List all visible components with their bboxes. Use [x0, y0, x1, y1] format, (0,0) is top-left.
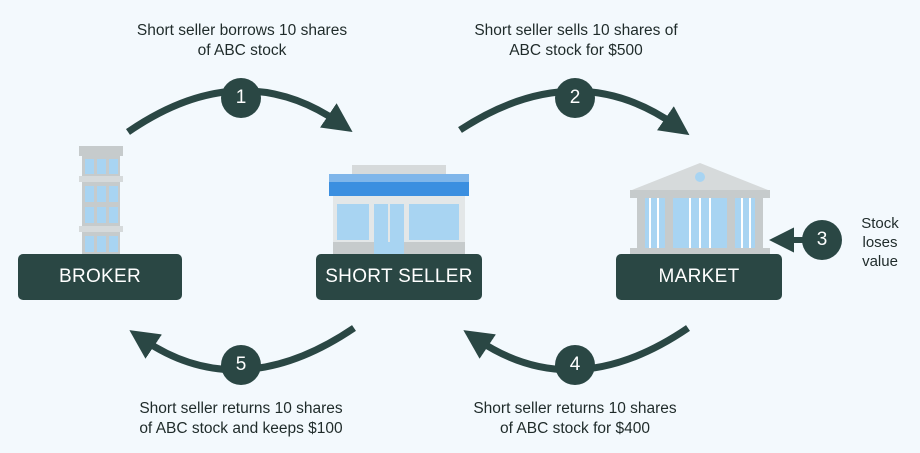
step-5-caption: Short seller returns 10 shares of ABC st…	[110, 399, 372, 439]
step-3-caption-line-3: value	[862, 253, 898, 270]
office-building-icon	[79, 146, 123, 254]
step-3-caption-line-2: loses	[862, 234, 898, 251]
market-node: MARKET	[616, 254, 782, 300]
step-5-caption-line-1: Short seller returns 10 shares	[139, 400, 343, 417]
step-4-badge: 4	[555, 345, 595, 385]
step-5-badge: 5	[221, 345, 261, 385]
step-4-caption: Short seller returns 10 shares of ABC st…	[444, 399, 706, 439]
step-5-caption-line-2: of ABC stock and keeps $100	[139, 420, 343, 437]
step-2-caption: Short seller sells 10 shares of ABC stoc…	[446, 21, 706, 61]
step-4-caption-line-1: Short seller returns 10 shares	[473, 400, 677, 417]
step-4-caption-line-2: of ABC stock for $400	[500, 420, 650, 437]
step-1-caption: Short seller borrows 10 shares of ABC st…	[112, 21, 372, 61]
step-3-badge: 3	[802, 220, 842, 260]
storefront-icon	[329, 165, 469, 254]
step-1-caption-line-1: Short seller borrows 10 shares	[136, 22, 348, 39]
step-3-caption: Stock loses value	[848, 214, 912, 271]
step-3-caption-line-1: Stock	[861, 215, 899, 232]
step-2-badge: 2	[555, 78, 595, 118]
step-1-badge: 1	[221, 78, 261, 118]
step-2-caption-line-2: ABC stock for $500	[509, 42, 643, 59]
step-1-caption-line-2: of ABC stock	[197, 42, 287, 59]
broker-node: BROKER	[18, 254, 182, 300]
stock-exchange-building-icon	[630, 163, 770, 254]
short-seller-node: SHORT SELLER	[316, 254, 482, 300]
step-2-caption-line-1: Short seller sells 10 shares of	[474, 22, 678, 39]
